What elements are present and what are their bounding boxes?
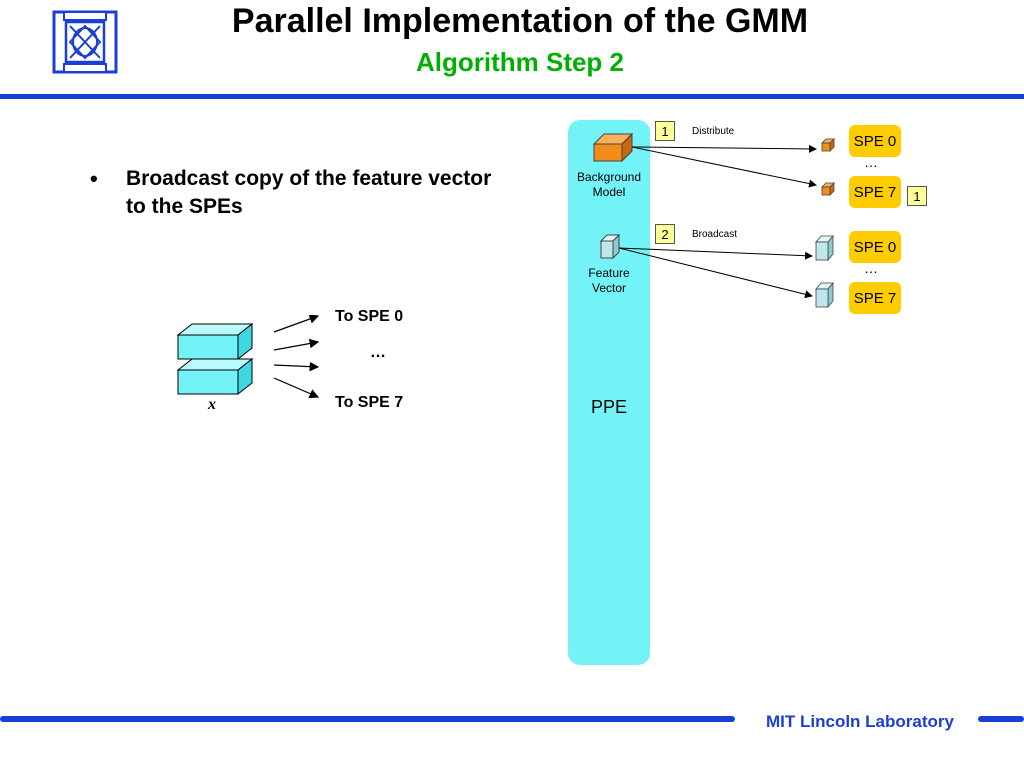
feature-vector-cube — [599, 233, 621, 260]
broadcast-arrow-spe7 — [618, 247, 813, 299]
background-model-label-line1: Background — [576, 170, 642, 184]
vector-block-top — [176, 322, 254, 361]
footer-lab-name: MIT Lincoln Laboratory — [766, 712, 954, 731]
background-model-label: Background Model — [564, 170, 654, 200]
bullet-item: • Broadcast copy of the feature vector t… — [90, 165, 510, 221]
vector-block-bottom — [176, 357, 254, 396]
header-divider — [0, 94, 1024, 99]
spe-ellipsis-bottom: … — [864, 260, 878, 276]
lincoln-lab-logo — [52, 10, 118, 74]
step-2-badge: 2 — [655, 224, 675, 244]
feature-vector-label: Feature Vector — [564, 266, 654, 296]
background-model-label-line2: Model — [592, 185, 626, 199]
vector-label: x — [208, 396, 216, 413]
background-model-cube — [592, 132, 634, 163]
arrow-to-spe0 — [273, 315, 320, 333]
arrow-mid-1 — [273, 338, 320, 351]
step-1-badge: 1 — [655, 121, 675, 141]
bullet-list: • Broadcast copy of the feature vector t… — [90, 165, 510, 221]
to-spe7-label: To SPE 7 — [335, 394, 404, 411]
model-chunk-spe0-icon — [821, 138, 835, 152]
feature-vector-figure — [176, 315, 320, 399]
spe-7-step-badge: 1 — [907, 186, 927, 206]
vector-copy-spe0-icon — [815, 234, 834, 262]
to-spe0-label: To SPE 0 — [335, 308, 404, 325]
spe-7-broadcast: SPE 7 — [849, 282, 901, 314]
arrow-mid-2 — [273, 361, 320, 372]
distribute-arrow-spe7 — [631, 146, 817, 188]
spe-0-broadcast: SPE 0 — [849, 231, 901, 263]
footer-divider-left — [0, 716, 735, 722]
ppe-diagram — [592, 132, 835, 309]
footer-divider-right — [978, 716, 1024, 722]
bullet-text: Broadcast copy of the feature vector to … — [126, 167, 492, 218]
step-1-label: Distribute — [692, 126, 735, 137]
spe-ellipsis-top: … — [864, 154, 878, 170]
broadcast-arrow-spe0 — [618, 247, 813, 260]
slide-title: Parallel Implementation of the GMM — [231, 2, 809, 40]
vector-copy-spe7-icon — [815, 281, 834, 309]
step-2-label: Broadcast — [692, 229, 738, 240]
feature-vector-label-line2: Vector — [591, 281, 627, 295]
spe-0-distribute: SPE 0 — [849, 125, 901, 157]
feature-vector-label-line1: Feature — [588, 266, 630, 280]
ellipsis-label: … — [370, 344, 386, 361]
arrow-to-spe7 — [273, 377, 320, 399]
slide-subtitle: Algorithm Step 2 — [415, 47, 624, 77]
ppe-column — [568, 120, 650, 665]
model-chunk-spe7-icon — [821, 182, 835, 196]
spe-7-distribute: SPE 7 — [849, 176, 901, 208]
ppe-label: PPE — [590, 397, 628, 417]
distribute-arrow-spe0 — [631, 144, 817, 153]
bullet-dot-icon: • — [90, 166, 98, 191]
